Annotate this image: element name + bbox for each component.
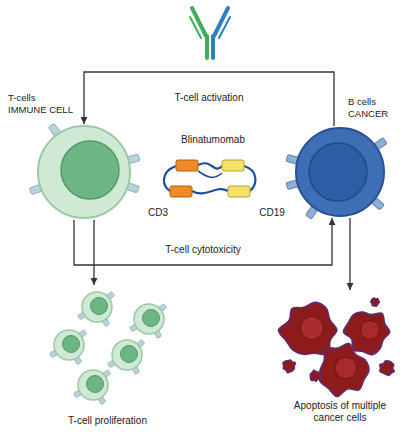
antigen-label: CD19: [257, 207, 287, 219]
arrow-connector: [84, 72, 334, 126]
t-cell-small: [74, 370, 111, 405]
apoptotic-cell: [310, 370, 320, 381]
cell-label: T-cells: [8, 92, 88, 104]
t-cell-small: [130, 304, 167, 339]
arrow-connector: [74, 218, 332, 265]
node-outline: [45, 285, 170, 435]
edge-label: T-cell cytotoxicity: [163, 244, 243, 256]
arrow-connector: [93, 220, 94, 285]
cell-label: IMMUNE CELL: [8, 104, 88, 116]
apoptotic-cell: [380, 361, 395, 376]
edge-label: T-cell activation: [173, 92, 246, 104]
t-cell-small: [108, 340, 145, 375]
antibody-icon: [190, 8, 230, 58]
caption-label: Apoptosis of multiple cancer cells: [280, 400, 400, 424]
b-cell: B cellsCANCER: [294, 126, 386, 218]
drug-name: Blinatumomab: [179, 134, 247, 146]
node-outline: [294, 126, 386, 218]
bispecific-molecule: [164, 160, 255, 197]
node-outline: [36, 124, 132, 220]
arrow-connector: [349, 218, 350, 290]
cell-label: CANCER: [348, 108, 414, 120]
nucleus: [61, 141, 119, 199]
antigen-label: CD3: [146, 207, 170, 219]
caption-label: T-cell proliferation: [45, 415, 170, 427]
t-cell-small: [78, 292, 115, 327]
t-cell-body: [38, 126, 130, 218]
cell-label: B cells: [348, 96, 414, 108]
t-cell: T-cellsIMMUNE CELL: [36, 124, 132, 220]
apoptotic-cell: [278, 302, 336, 355]
apoptotic-cell: [319, 343, 369, 396]
t-cell-small: [50, 330, 87, 365]
nucleus: [309, 143, 367, 201]
b-cell-body: [296, 128, 384, 216]
cell-cluster: T-cell proliferation: [45, 285, 170, 435]
cell-cluster: Apoptosis of multiple cancer cells: [275, 290, 405, 430]
apoptotic-cell: [283, 360, 296, 373]
apoptotic-cell: [371, 298, 380, 306]
